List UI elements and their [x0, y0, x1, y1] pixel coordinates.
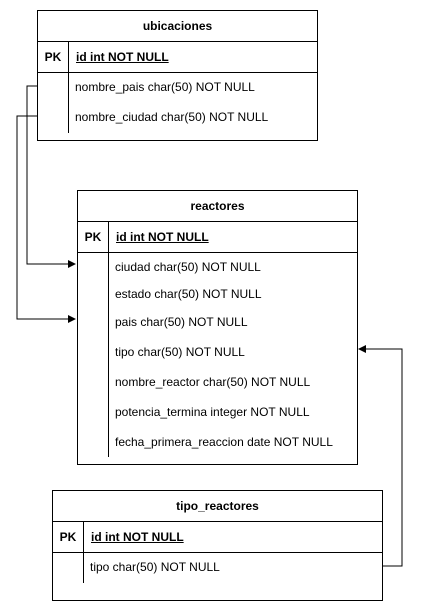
table-reactores[interactable]: reactores PK id int NOT NULL ciudad char… [77, 190, 358, 465]
field-list: tipo char(50) NOT NULL [53, 553, 382, 602]
table-title: tipo_reactores [53, 491, 382, 522]
field-fecha-primera-reaccion: fecha_primera_reaccion date NOT NULL [115, 435, 333, 449]
field-nombre-ciudad: nombre_ciudad char(50) NOT NULL [75, 110, 269, 124]
field-potencia-termina: potencia_termina integer NOT NULL [115, 405, 310, 419]
pk-field: id int NOT NULL [108, 222, 357, 252]
table-title: reactores [78, 191, 357, 222]
field-list: nombre_pais char(50) NOT NULL nombre_ciu… [38, 73, 317, 142]
column-divider [68, 73, 69, 133]
pk-row: PK id int NOT NULL [38, 42, 317, 73]
pk-field: id int NOT NULL [68, 42, 317, 72]
field-list: ciudad char(50) NOT NULL estado char(50)… [78, 253, 357, 466]
field-tipo: tipo char(50) NOT NULL [90, 560, 220, 574]
field-estado: estado char(50) NOT NULL [115, 287, 262, 301]
table-ubicaciones[interactable]: ubicaciones PK id int NOT NULL nombre_pa… [37, 10, 318, 141]
column-divider [83, 553, 84, 583]
pk-label: PK [84, 230, 102, 244]
table-title: ubicaciones [38, 11, 317, 42]
pk-label: PK [59, 530, 77, 544]
field-nombre-reactor: nombre_reactor char(50) NOT NULL [115, 375, 311, 389]
link-ubicaciones-pais [16, 115, 76, 323]
field-ciudad: ciudad char(50) NOT NULL [115, 260, 261, 274]
pk-row: PK id int NOT NULL [78, 222, 357, 253]
column-divider [108, 253, 109, 457]
table-tipo-reactores[interactable]: tipo_reactores PK id int NOT NULL tipo c… [52, 490, 383, 601]
pk-field: id int NOT NULL [83, 522, 382, 552]
field-nombre-pais: nombre_pais char(50) NOT NULL [75, 80, 255, 94]
field-tipo: tipo char(50) NOT NULL [115, 345, 245, 359]
pk-row: PK id int NOT NULL [53, 522, 382, 553]
pk-label: PK [44, 50, 62, 64]
field-pais: pais char(50) NOT NULL [115, 315, 248, 329]
